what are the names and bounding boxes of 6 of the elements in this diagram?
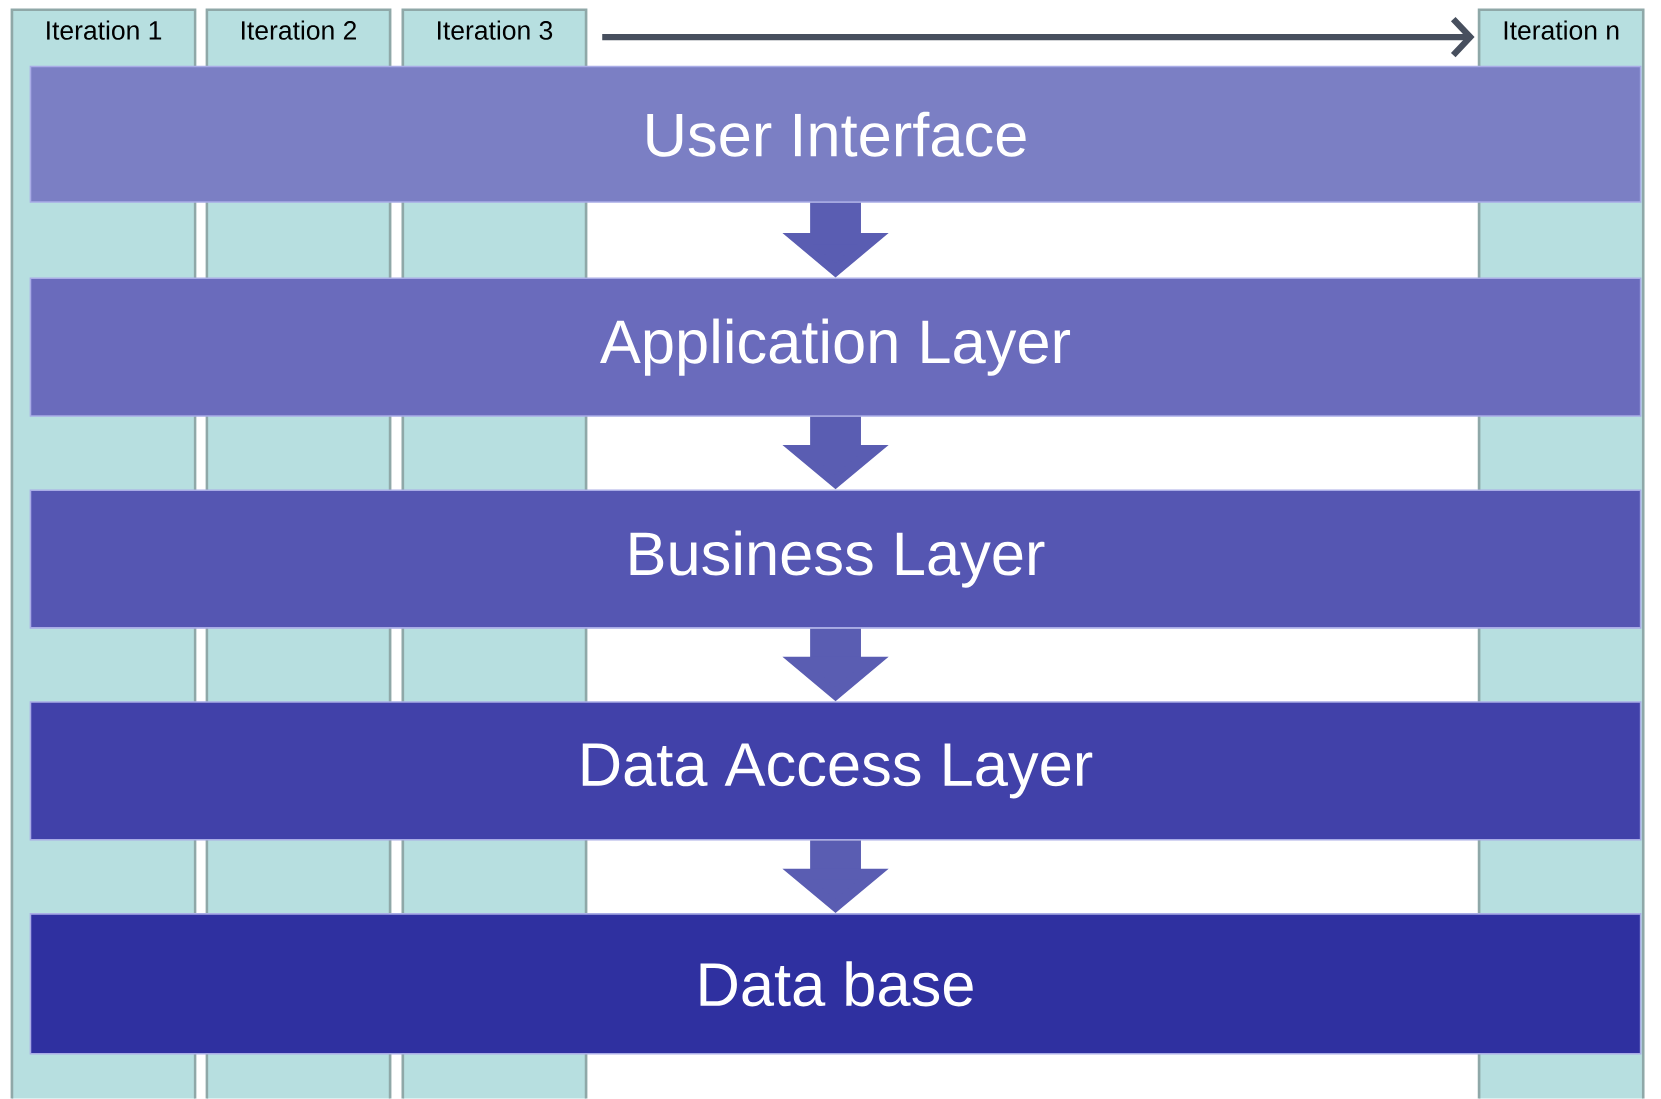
layer-band: Data base <box>29 913 1642 1055</box>
arrow <box>602 17 1475 58</box>
layer-band: Data Access Layer <box>29 701 1642 841</box>
layer-band: User Interface <box>29 65 1642 204</box>
layer-band: Application Layer <box>29 277 1642 418</box>
layer-band: Business Layer <box>29 489 1642 629</box>
